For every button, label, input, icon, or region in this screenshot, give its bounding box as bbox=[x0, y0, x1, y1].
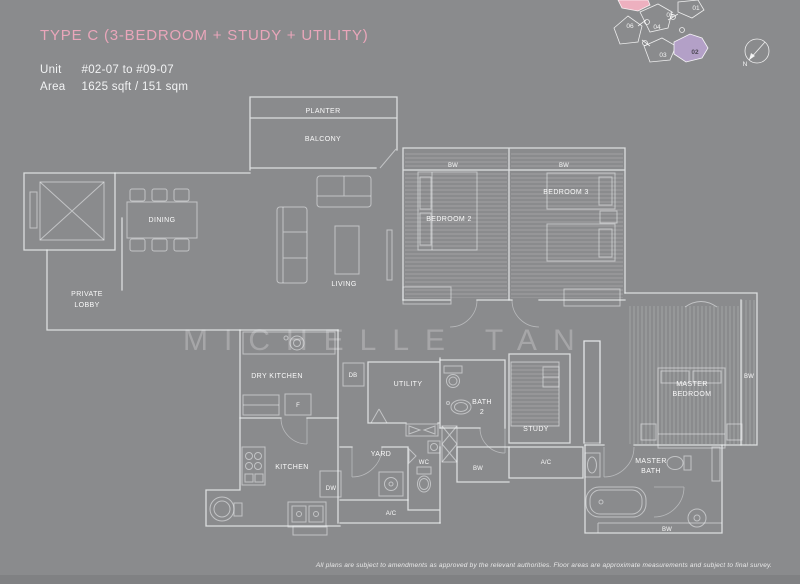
label-bath2-1: BATH bbox=[472, 399, 492, 406]
bed2-icon bbox=[417, 171, 478, 251]
bottom-band bbox=[0, 575, 800, 584]
label-ac-study: A/C bbox=[541, 460, 552, 466]
label-bw-bed2: BW bbox=[448, 163, 458, 169]
siteplan-unit-04: 04 bbox=[653, 24, 661, 31]
disclaimer-text: All plans are subject to amendments as a… bbox=[315, 562, 772, 569]
label-bw-corridor: BW bbox=[473, 466, 483, 472]
label-study: STUDY bbox=[523, 426, 549, 433]
siteplan-unit-03: 03 bbox=[659, 52, 667, 59]
unit-row: Unit #02-07 to #09-07 bbox=[40, 64, 174, 76]
bed3-icons bbox=[546, 172, 618, 262]
label-balcony: BALCONY bbox=[305, 136, 341, 143]
label-bath2-2: 2 bbox=[480, 409, 484, 416]
bath2-fixtures bbox=[443, 365, 472, 415]
wardrobe-hatching bbox=[402, 286, 621, 444]
label-utility: UTILITY bbox=[394, 381, 423, 388]
label-wc: WC bbox=[419, 460, 430, 466]
label-master-bedroom-2: BEDROOM bbox=[673, 391, 712, 398]
page-title: TYPE C (3-BEDROOM + STUDY + UTILITY) bbox=[40, 27, 369, 44]
area-row: Area 1625 sqft / 151 sqm bbox=[40, 81, 188, 93]
label-master-bath-2: BATH bbox=[641, 468, 661, 475]
label-bw-bath: BW bbox=[662, 527, 672, 533]
label-planter: PLANTER bbox=[305, 108, 340, 115]
unit-02-highlight bbox=[673, 33, 709, 63]
label-dining: DINING bbox=[149, 217, 176, 224]
siteplan-unit-06: 06 bbox=[626, 23, 634, 30]
label-private: PRIVATE bbox=[71, 291, 103, 298]
label-fridge: F bbox=[296, 403, 300, 409]
wc-fixtures bbox=[408, 440, 441, 493]
siteplan-unit-02: 02 bbox=[691, 49, 699, 56]
unit-label: Unit bbox=[40, 64, 62, 76]
compass-north-label: N bbox=[743, 61, 748, 68]
siteplan-unit-05: 05 bbox=[666, 12, 674, 19]
label-dry-kitchen: DRY KITCHEN bbox=[251, 373, 303, 380]
walls bbox=[23, 96, 758, 536]
label-bw-master: BW bbox=[744, 374, 754, 380]
label-dishwasher: DW bbox=[326, 486, 337, 492]
washer-icon bbox=[378, 471, 404, 497]
compass-icon: N bbox=[743, 38, 770, 68]
label-master-bath-1: MASTER bbox=[635, 458, 667, 465]
sofa-icons bbox=[276, 175, 393, 284]
site-key-plan: 01 05 06 04 03 02 N bbox=[613, 0, 770, 68]
sliding-door-icon bbox=[405, 423, 439, 437]
room-labels: PLANTER BALCONY DINING PRIVATE LOBBY LIV… bbox=[71, 108, 754, 533]
dishwasher-icon bbox=[319, 470, 342, 498]
floor-hatching bbox=[405, 152, 756, 445]
label-yard: YARD bbox=[371, 451, 392, 458]
label-ac-yard: A/C bbox=[386, 511, 397, 517]
label-living: LIVING bbox=[331, 281, 356, 288]
label-lobby: LOBBY bbox=[74, 302, 99, 309]
column-basin-icon bbox=[209, 496, 243, 522]
label-kitchen: KITCHEN bbox=[275, 464, 309, 471]
study-desk-icon bbox=[510, 361, 560, 427]
stove-icon bbox=[241, 446, 266, 486]
label-db: DB bbox=[349, 373, 358, 379]
dry-kitchen-counter-icon bbox=[242, 331, 336, 416]
siteplan-unit-01: 01 bbox=[692, 5, 700, 12]
area-label: Area bbox=[40, 81, 66, 93]
kitchen-sink-icon bbox=[287, 501, 327, 528]
dining-set-icon bbox=[126, 188, 198, 252]
master-bed-icon bbox=[640, 367, 743, 449]
master-bath-fixtures bbox=[584, 446, 721, 528]
area-value: 1625 sqft / 151 sqm bbox=[81, 81, 189, 93]
watermark-text: MICHELLE TAN bbox=[183, 324, 591, 357]
label-bedroom3: BEDROOM 3 bbox=[543, 189, 589, 196]
label-bedroom2: BEDROOM 2 bbox=[426, 216, 472, 223]
unit-value: #02-07 to #09-07 bbox=[81, 64, 174, 76]
label-master-bedroom-1: MASTER bbox=[676, 381, 708, 388]
other-unit-highlight bbox=[617, 0, 651, 12]
label-bw-bed3: BW bbox=[559, 163, 569, 169]
db-box bbox=[342, 362, 365, 387]
